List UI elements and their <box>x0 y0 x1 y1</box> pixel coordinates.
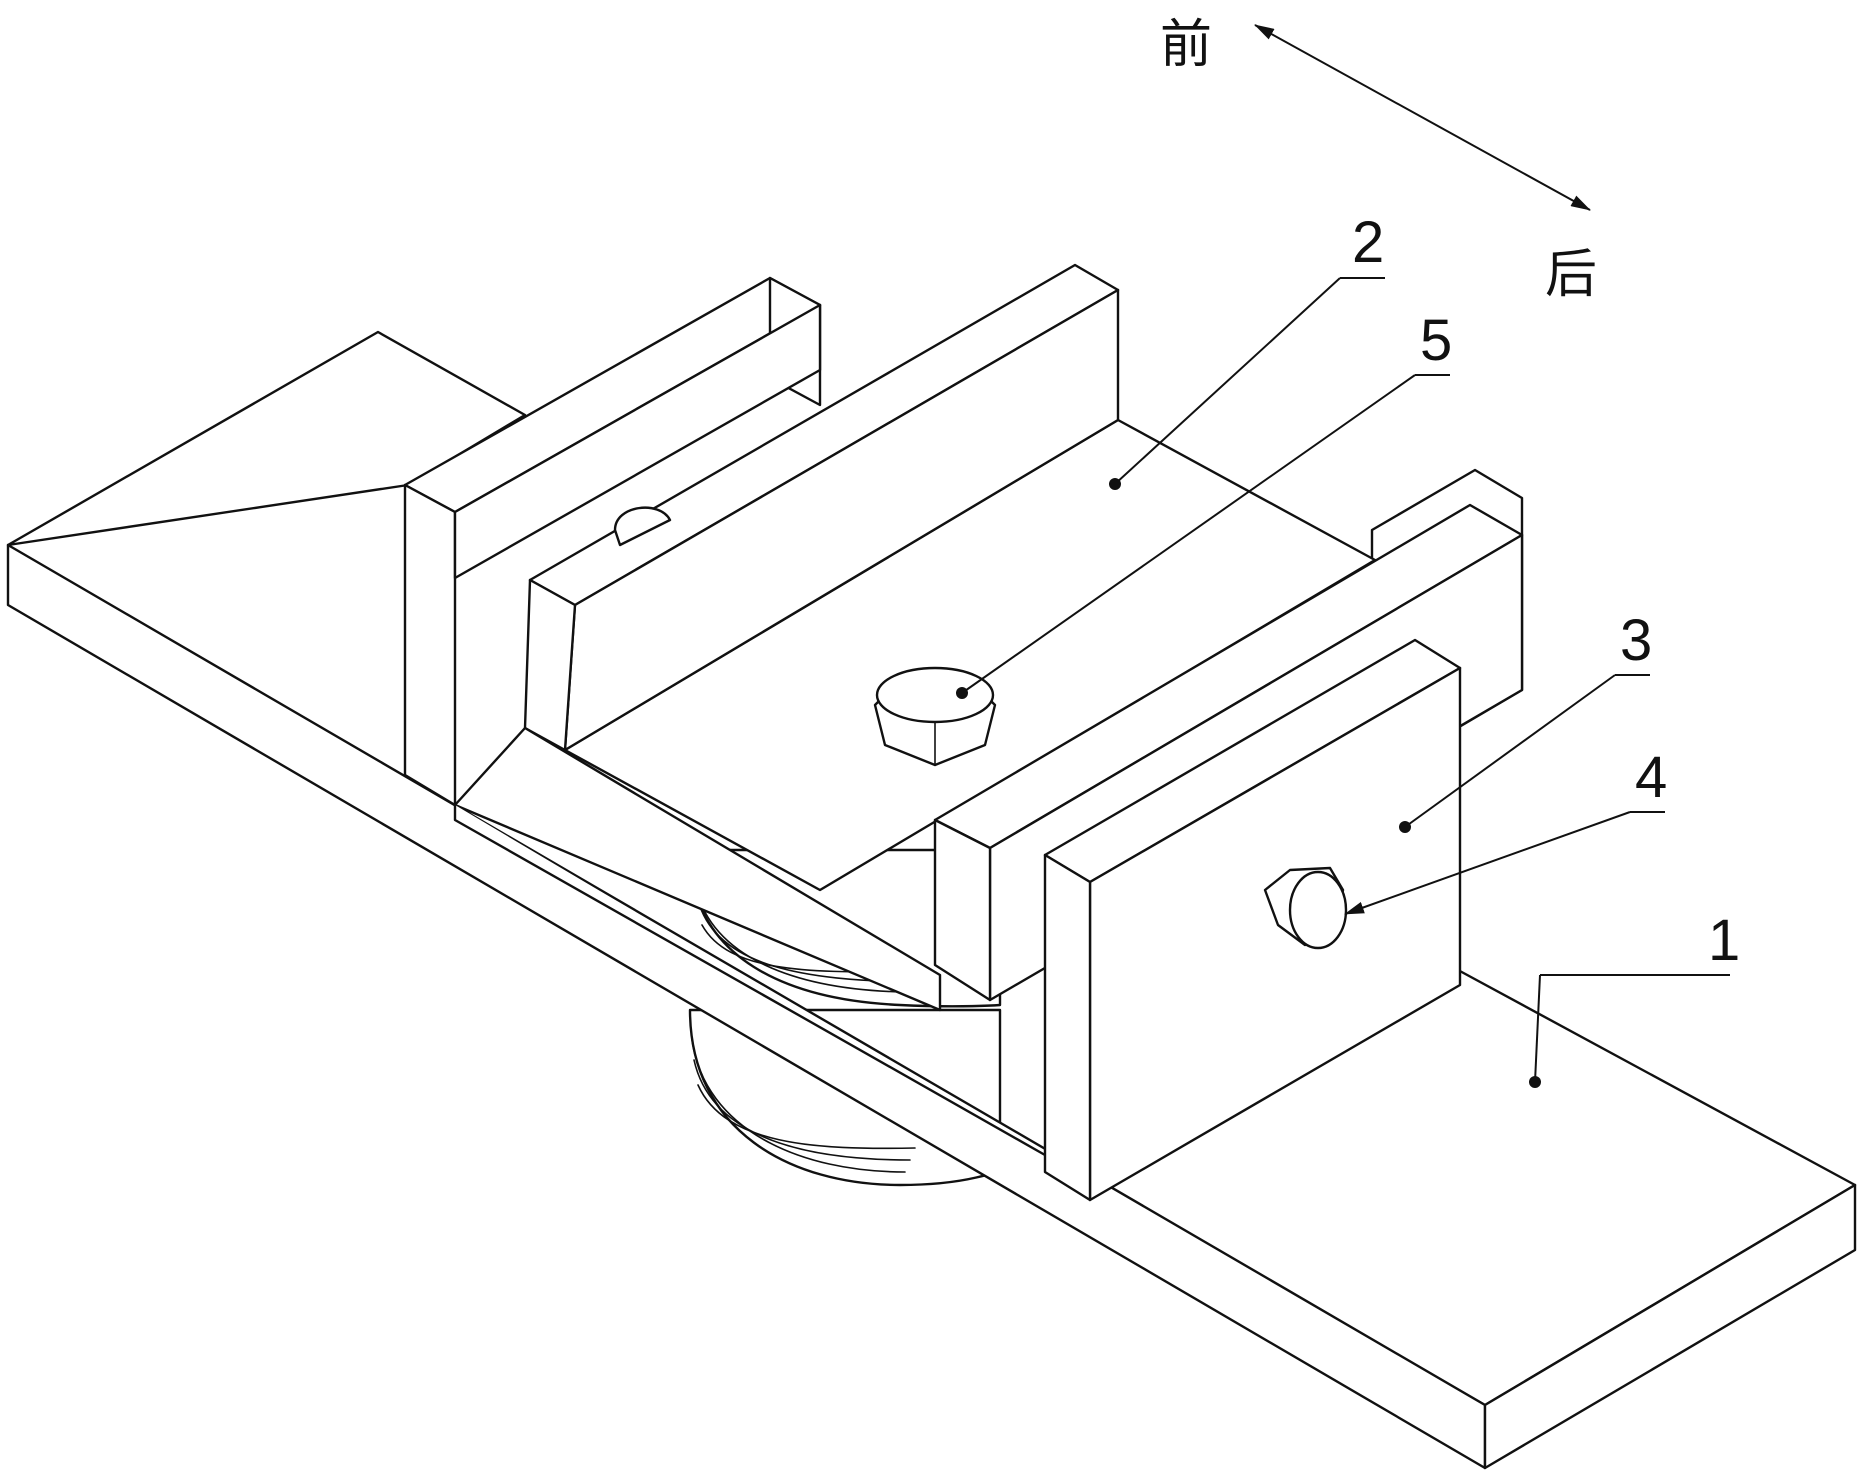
back-bolt <box>613 506 672 547</box>
double-arrow-icon <box>1254 24 1591 211</box>
front-label: 前 <box>1160 15 1212 75</box>
spring-lower <box>688 1008 1002 1187</box>
top-bolt <box>873 666 997 767</box>
label-top-bolt: 5 <box>1420 308 1452 373</box>
side-plate <box>1043 638 1462 1202</box>
leader-lines <box>956 277 1730 1088</box>
label-side-bolt: 4 <box>1635 745 1667 810</box>
label-side-plate: 3 <box>1620 608 1652 673</box>
label-base-plate: 1 <box>1708 908 1740 973</box>
back-label: 后 <box>1545 245 1597 305</box>
part-labels: 1 2 5 3 4 <box>1352 210 1740 973</box>
side-bolt <box>1263 866 1348 950</box>
direction-indicator: 前 后 <box>1160 15 1597 305</box>
label-u-channel: 2 <box>1352 210 1384 275</box>
